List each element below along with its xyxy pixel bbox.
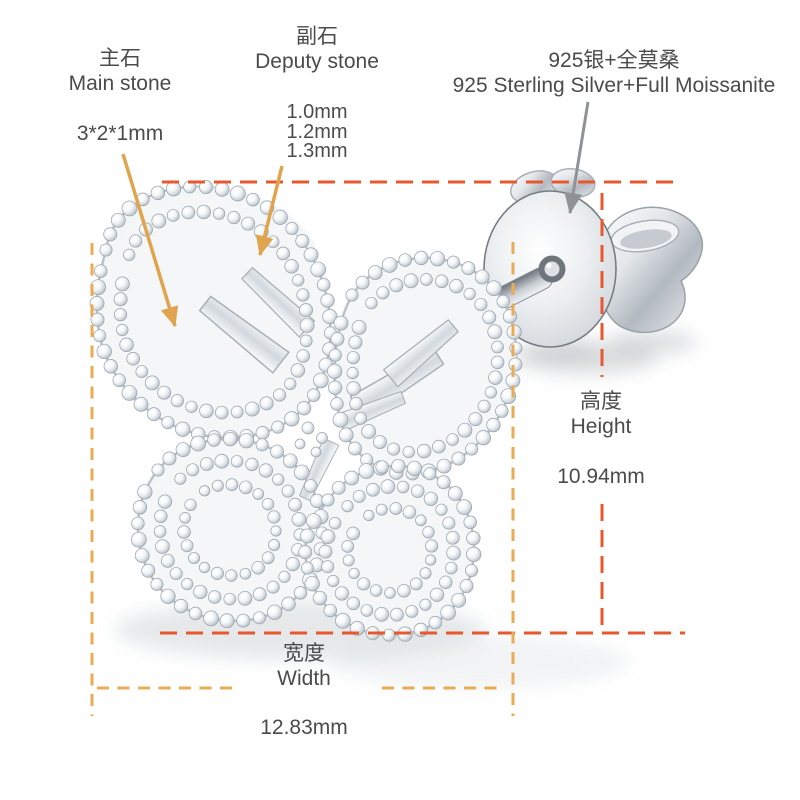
width-dimension-lines (90, 242, 515, 716)
deputy-stone-label-cn: 副石 (296, 25, 338, 48)
deputy-stone-callout-arrow (255, 165, 284, 256)
material-label: 925银+全莫桑 925 Sterling Silver+Full Moissa… (424, 48, 800, 98)
deputy-stone-size-1: 1.0mm (286, 101, 348, 123)
main-stone-callout-arrow (121, 153, 179, 327)
callout-arrows (121, 101, 590, 327)
width-label: 宽度 Width (224, 641, 384, 691)
height-value: 10.94mm (557, 465, 645, 488)
clutch-opening-shadow (620, 229, 672, 249)
main-stone-label: 主石 Main stone (30, 46, 210, 96)
earring-back-graphic (483, 168, 703, 348)
width-label-cn: 宽度 (283, 642, 325, 665)
body-center-stones (294, 421, 328, 458)
width-value: 12.83mm (260, 716, 348, 739)
material-callout-arrow (564, 101, 590, 214)
deputy-stone-size-3: 1.3mm (286, 140, 348, 162)
post-end-center (544, 261, 560, 277)
deputy-stone-label-en: Deputy stone (255, 50, 379, 73)
material-label-en: 925 Sterling Silver+Full Moissanite (452, 74, 776, 97)
width-label-en: Width (277, 667, 331, 690)
height-label-en: Height (570, 415, 632, 438)
deputy-stone-label: 副石 Deputy stone (227, 24, 407, 74)
main-stone-label-en: Main stone (68, 72, 172, 95)
material-label-cn: 925银+全莫桑 (548, 49, 680, 72)
height-label: 高度 Height (521, 389, 681, 439)
main-stone-label-cn: 主石 (99, 47, 141, 70)
post-end-highlight (546, 262, 552, 269)
pave-stones (89, 180, 523, 642)
height-label-cn: 高度 (580, 390, 622, 413)
deputy-stone-size-2: 1.2mm (286, 120, 348, 143)
main-stone-size: 3*2*1mm (76, 122, 164, 145)
deputy-stone-sizes: 1.0mm 1.2mm 1.3mm (227, 101, 407, 162)
butterfly-earring-graphic (89, 180, 523, 642)
right-wing-rim-highlight (447, 263, 518, 375)
height-dimension-lines (160, 180, 685, 635)
